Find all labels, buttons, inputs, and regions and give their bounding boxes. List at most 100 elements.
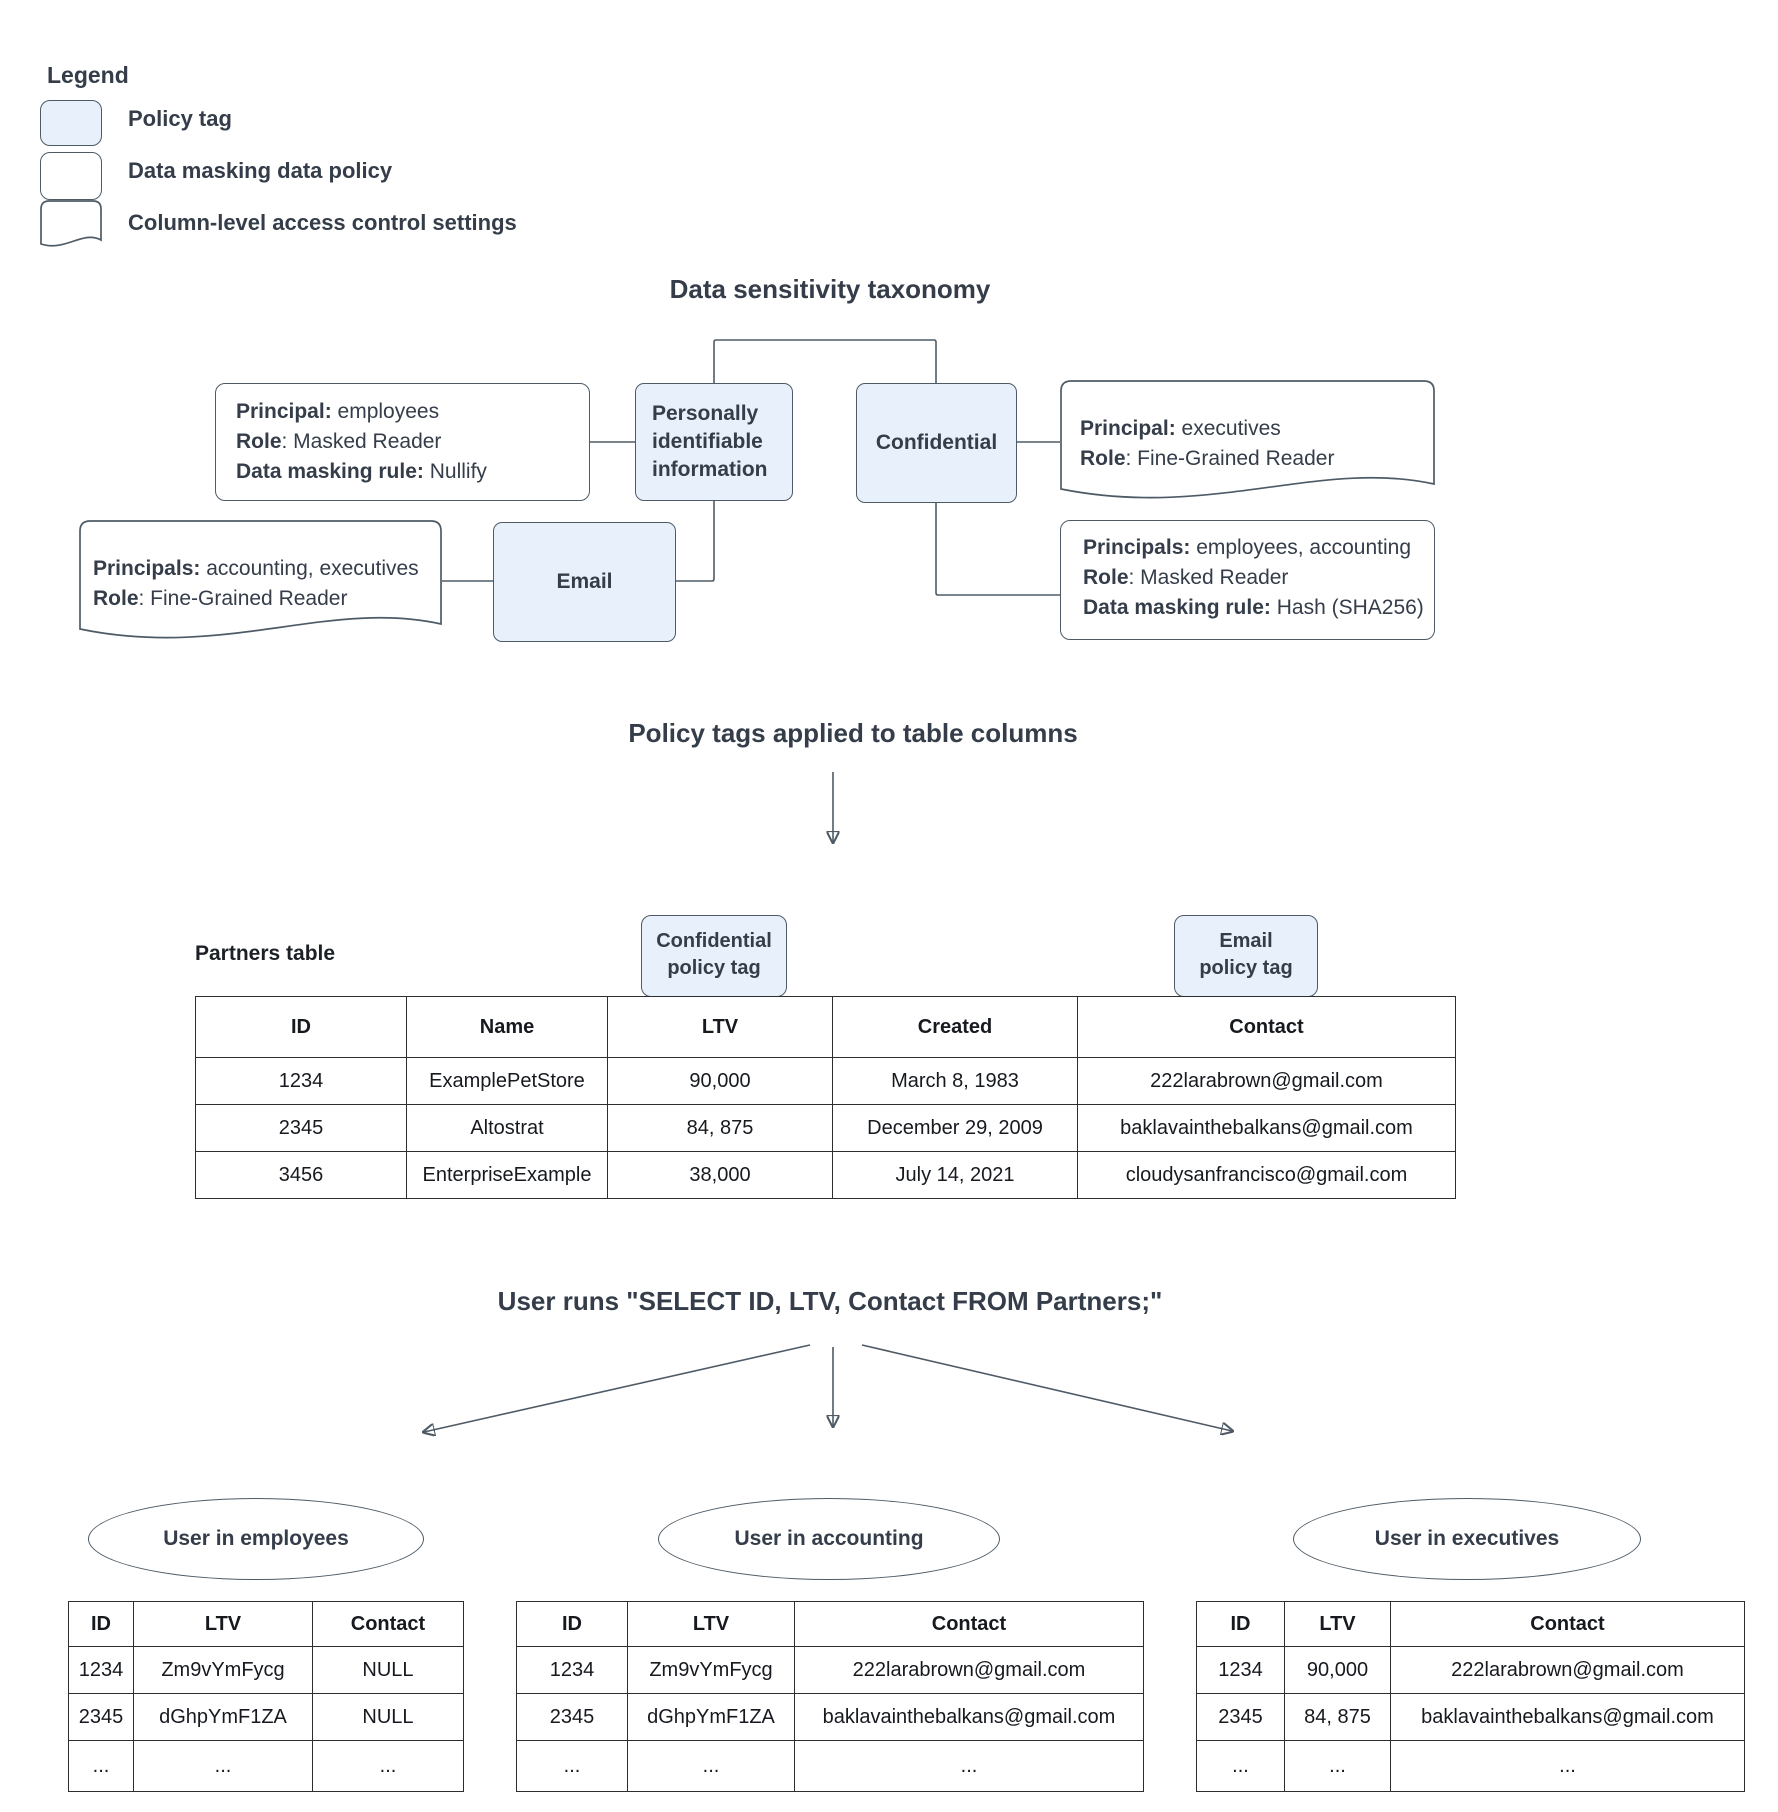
user-executives-oval: User in executives	[1293, 1498, 1641, 1580]
data-masking-policy-swatch	[40, 152, 102, 200]
table-cell: ...	[627, 1740, 795, 1792]
table-cell: 3456	[195, 1151, 407, 1199]
policy-line: Data masking rule: Hash (SHA256)	[1083, 596, 1424, 619]
table-row: .........	[1196, 1740, 1745, 1792]
column-access-control-swatch	[40, 200, 102, 247]
table-cell: 2345	[68, 1693, 134, 1741]
table-cell: EnterpriseExample	[406, 1151, 608, 1199]
policy-line: Role: Fine-Grained Reader	[93, 587, 348, 610]
table-cell: 1234	[195, 1057, 407, 1105]
policy-line: Data masking rule: Nullify	[236, 460, 487, 483]
confidential-policy-tag: Confidential policy tag	[641, 915, 787, 997]
table-cell: 2345	[516, 1693, 628, 1741]
table-cell: 38,000	[607, 1151, 833, 1199]
table-cell: Zm9vYmFycg	[133, 1646, 313, 1694]
policy-line: Role: Masked Reader	[1083, 566, 1289, 589]
table-cell: ...	[516, 1740, 628, 1792]
email-policy-tag-line2: policy tag	[1199, 957, 1293, 979]
column-header: Name	[406, 996, 608, 1058]
table-cell: ...	[794, 1740, 1144, 1792]
legend-title: Legend	[47, 62, 129, 88]
column-header: Contact	[794, 1601, 1144, 1647]
table-cell: 1234	[68, 1646, 134, 1694]
column-header: LTV	[133, 1601, 313, 1647]
policy-tag-node-email: Email	[493, 522, 676, 642]
connector-pii-to-email	[674, 501, 715, 582]
column-header: LTV	[1284, 1601, 1391, 1647]
column-header: ID	[1196, 1601, 1285, 1647]
column-header: Contact	[312, 1601, 464, 1647]
policy-line: Role: Masked Reader	[236, 430, 442, 453]
table-cell: ...	[68, 1740, 134, 1792]
confidential-policy-tag-line1: Confidential	[656, 930, 772, 952]
table-row: .........	[68, 1740, 464, 1792]
email-policy-tag-line1: Email	[1219, 930, 1273, 952]
column-header: LTV	[627, 1601, 795, 1647]
email-policy-tag: Email policy tag	[1174, 915, 1318, 997]
table-cell: March 8, 1983	[832, 1057, 1078, 1105]
legend-label-access-control: Column-level access control settings	[128, 210, 517, 235]
table-cell: 90,000	[607, 1057, 833, 1105]
legend-label-policy-tag: Policy tag	[128, 106, 232, 131]
taxonomy-title: Data sensitivity taxonomy	[669, 274, 991, 304]
table-cell: ExamplePetStore	[406, 1057, 608, 1105]
arrow-query-to-executives	[861, 1344, 1232, 1431]
table-cell: cloudysanfrancisco@gmail.com	[1077, 1151, 1456, 1199]
table-cell: 2345	[195, 1104, 407, 1152]
policy-line: Principal: employees	[236, 400, 440, 423]
table-cell: Zm9vYmFycg	[627, 1646, 795, 1694]
table-cell: baklavainthebalkans@gmail.com	[794, 1693, 1144, 1741]
partners-table-label: Partners table	[195, 942, 336, 965]
user-accounting-oval: User in accounting	[658, 1498, 1000, 1580]
policy-line: Principal: executives	[1080, 417, 1281, 440]
table-cell: ...	[133, 1740, 313, 1792]
policy-line: Role: Fine-Grained Reader	[1080, 447, 1335, 470]
table-cell: NULL	[312, 1693, 464, 1741]
policy-tag-node-pii: Personally identifiable information	[635, 383, 793, 501]
table-row: .........	[516, 1740, 1144, 1792]
table-cell: 222larabrown@gmail.com	[794, 1646, 1144, 1694]
table-cell: 1234	[1196, 1646, 1285, 1694]
table-cell: dGhpYmF1ZA	[133, 1693, 313, 1741]
connector-confidential-to-hash	[935, 501, 1060, 596]
table-cell: 222larabrown@gmail.com	[1077, 1057, 1456, 1105]
confidential-policy-tag-line2: policy tag	[667, 957, 761, 979]
query-title: User runs "SELECT ID, LTV, Contact FROM …	[497, 1286, 1163, 1316]
table-cell: 1234	[516, 1646, 628, 1694]
table-cell: 84, 875	[607, 1104, 833, 1152]
table-cell: 84, 875	[1284, 1693, 1391, 1741]
column-header: ID	[68, 1601, 134, 1647]
connector-pii-confidential-bracket	[713, 339, 937, 383]
policy-line: Principals: employees, accounting	[1083, 536, 1412, 559]
column-header: Contact	[1390, 1601, 1745, 1647]
legend-label-data-masking-policy: Data masking data policy	[128, 158, 393, 183]
table-cell: December 29, 2009	[832, 1104, 1078, 1152]
user-employees-oval: User in employees	[88, 1498, 424, 1580]
policy-section-title: Policy tags applied to table columns	[628, 718, 1078, 748]
column-header: ID	[195, 996, 407, 1058]
table-cell: NULL	[312, 1646, 464, 1694]
column-header: LTV	[607, 996, 833, 1058]
policy-tag-swatch	[40, 100, 102, 146]
policy-line: Principals: accounting, executives	[93, 557, 419, 580]
table-cell: baklavainthebalkans@gmail.com	[1390, 1693, 1745, 1741]
